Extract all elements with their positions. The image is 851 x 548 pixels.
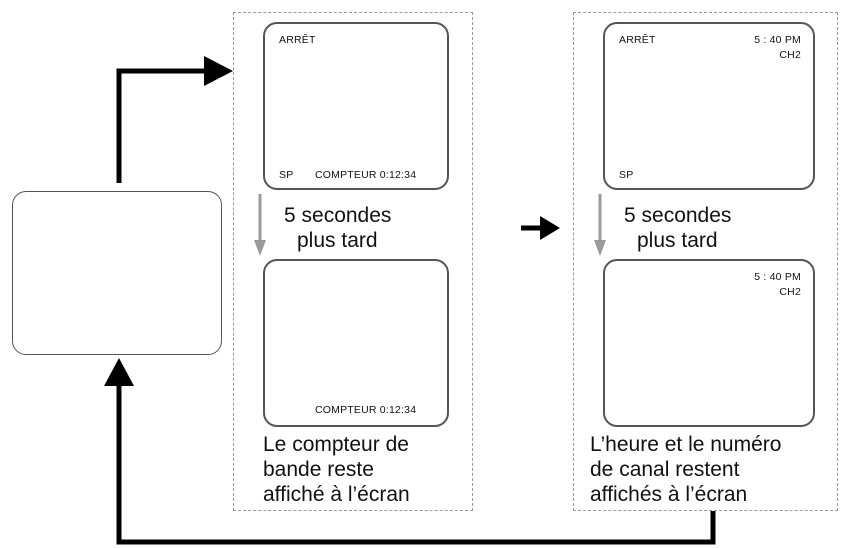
right-top-time: 5 : 40 PM xyxy=(754,34,801,46)
left-top-screen: ARRÊT SP COMPTEUR 0:12:34 xyxy=(263,22,449,190)
right-delay-line1: 5 secondes xyxy=(624,204,732,227)
right-caption-line2: de canal restent xyxy=(590,458,740,481)
left-delay-line1: 5 secondes xyxy=(284,204,392,227)
right-bottom-time: 5 : 40 PM xyxy=(754,271,801,283)
left-caption-line2: bande reste xyxy=(263,458,374,481)
left-caption-line3: affiché à l’écran xyxy=(263,483,410,506)
right-bottom-screen: 5 : 40 PM CH2 xyxy=(603,259,815,427)
right-top-screen: ARRÊT 5 : 40 PM CH2 SP xyxy=(603,22,815,190)
left-bottom-counter: COMPTEUR 0:12:34 xyxy=(315,404,417,416)
right-caption-line1: L’heure et le numéro xyxy=(590,433,782,456)
right-top-mode: SP xyxy=(619,169,634,181)
right-delay-line2: plus tard xyxy=(637,229,718,252)
arrow-left-to-right-panel-head xyxy=(540,216,560,240)
arrow-return-to-source-head xyxy=(104,358,134,386)
right-top-status: ARRÊT xyxy=(619,34,656,46)
left-bottom-screen: COMPTEUR 0:12:34 xyxy=(263,259,449,427)
left-delay-line2: plus tard xyxy=(297,229,378,252)
left-caption-line1: Le compteur de xyxy=(263,433,409,456)
right-bottom-channel: CH2 xyxy=(779,286,801,298)
left-top-status: ARRÊT xyxy=(279,34,316,46)
right-caption-line3: affichés à l’écran xyxy=(590,483,748,506)
left-top-mode: SP xyxy=(279,169,294,181)
arrow-source-to-left-panel-head xyxy=(204,56,233,86)
source-box xyxy=(12,191,222,355)
left-top-counter: COMPTEUR 0:12:34 xyxy=(315,169,417,181)
right-top-channel: CH2 xyxy=(779,49,801,61)
arrow-source-to-left-panel xyxy=(116,68,205,183)
